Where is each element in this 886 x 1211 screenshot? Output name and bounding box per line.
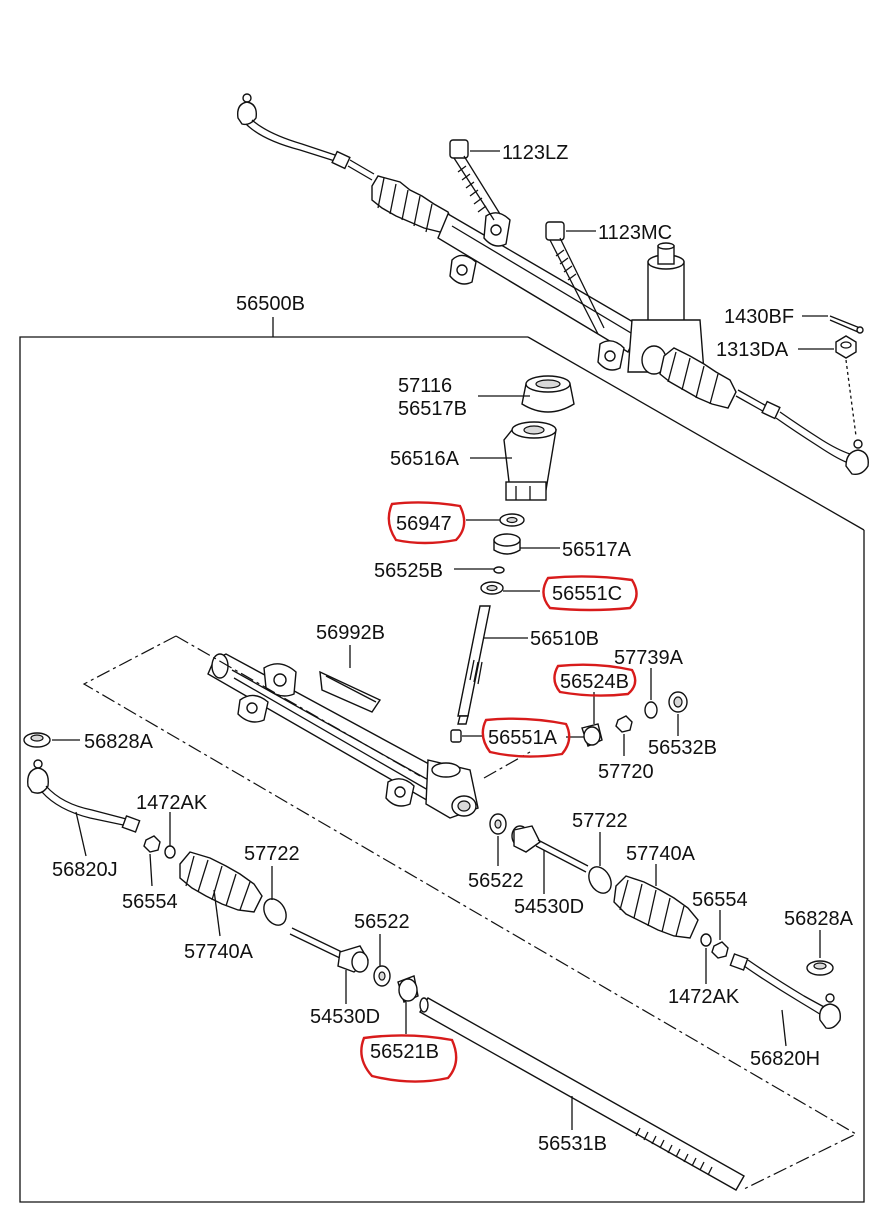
label-56521b: 56521B [370,1041,439,1063]
pinion-shaft-56510b-icon [457,605,491,725]
label-56554-left: 56554 [122,891,178,913]
label-56551a: 56551A [488,727,558,749]
label-57116: 57116 [398,375,452,397]
label-56517b: 56517B [398,398,467,420]
seal-56947-icon [499,513,525,527]
dust-cover-56828a-right-icon [806,960,834,976]
bushing-56521b-icon [397,975,419,1003]
locknut-57720-icon [615,715,633,733]
label-57722-right: 57722 [572,810,628,832]
label-57722-left: 57722 [244,843,300,865]
clamp-57722-left-icon [263,898,287,926]
label-57740a-left: 57740A [184,941,254,963]
nut-56554-left-icon [143,835,161,853]
bolt-1123lz-icon [449,139,501,221]
oring-57739a-icon [644,701,658,719]
label-56516a: 56516A [390,448,460,470]
washer-1472ak-left-icon [164,845,176,859]
label-56517a: 56517A [562,539,632,561]
label-1123mc: 1123MC [598,222,672,244]
washer-1472ak-right-icon [700,933,712,947]
rack-housing-icon [207,653,479,819]
assembly-frame [19,336,865,1203]
label-1313da: 1313DA [716,339,789,361]
cotter-pin-1430bf-icon [829,315,864,334]
needle-bearing-56551a-icon [450,729,462,743]
explode-box [82,635,858,1191]
label-56531b: 56531B [538,1133,607,1155]
clamp-57722-right-icon [588,866,612,894]
inner-tie-rod-54530d-left-icon [289,927,369,973]
boot-57740a-left-icon [179,851,263,913]
valve-housing-56516a-icon [503,421,557,501]
highlight-56551a [481,717,571,758]
label-56522-right: 56522 [468,870,524,892]
label-56992b: 56992B [316,622,385,644]
bolt-1123mc-icon [545,221,605,335]
label-57740a-right: 57740A [626,843,696,865]
label-56828a-right: 56828A [784,908,854,930]
boot-57740a-right-icon [613,875,699,939]
label-1472ak-right: 1472AK [668,986,740,1008]
label-54530d-right: 54530D [514,896,584,918]
assembly-frame-diagonal [527,336,865,531]
snap-ring-56525b-icon [493,566,505,574]
highlight-marks [360,501,638,1083]
bearing-56551c-icon [480,581,504,595]
label-56510b: 56510B [530,628,599,650]
label-56554-right: 56554 [692,889,748,911]
label-1430bf: 1430BF [724,306,794,328]
tie-rod-end-56820j-icon [27,759,141,833]
label-56532b: 56532B [648,737,717,759]
label-56524b: 56524B [560,671,629,693]
label-1472ak-left: 1472AK [136,792,208,814]
label-57720: 57720 [598,761,654,783]
yoke-56524b-icon [581,723,603,747]
inner-tie-rod-54530d-right-icon [511,825,589,873]
label-56525b: 56525B [374,560,443,582]
washer-56522-right-icon [489,813,507,835]
label-56551c: 56551C [552,583,622,605]
label-56828a-left: 56828A [84,731,154,753]
label-57739a: 57739A [614,647,684,669]
highlight-56551c [542,575,638,612]
label-1123lz: 1123LZ [502,142,568,164]
bearing-56517a-icon [493,533,521,555]
label-54530d-left: 54530D [310,1006,380,1028]
castle-nut-1313da-icon [835,335,857,437]
tie-rod-end-56820h-icon [729,953,841,1030]
label-56947: 56947 [396,513,452,535]
highlight-56947 [387,501,466,545]
part-labels: 1123LZ 1123MC 56500B 1430BF 1313DA 57116… [52,142,854,1155]
highlight-56521b [360,1034,458,1083]
label-56522-left: 56522 [354,911,410,933]
sleeve-56992b-icon [319,670,382,713]
rack-bar-56531b-icon [419,997,745,1191]
washer-56522-left-icon [373,965,391,987]
highlight-56524b [553,663,637,697]
cover-57116-icon [521,375,575,413]
dust-cover-56828a-left-icon [23,732,51,748]
label-56820j: 56820J [52,859,118,881]
label-56820h: 56820H [750,1048,820,1070]
nut-56554-right-icon [711,941,729,959]
plug-56532b-icon [668,691,688,713]
label-56500b: 56500B [236,293,305,315]
leader-lines [52,150,834,1130]
